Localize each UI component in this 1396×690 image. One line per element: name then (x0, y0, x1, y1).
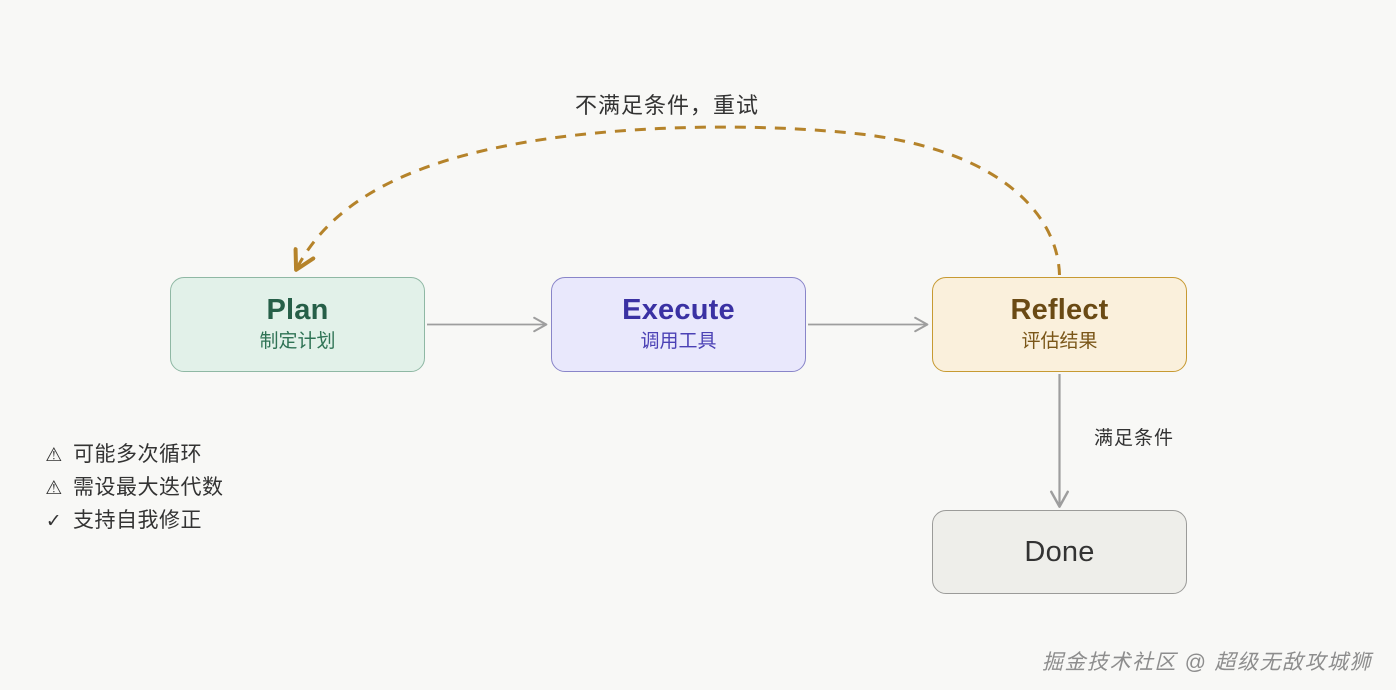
edge-label-satisfy: 满足条件 (1094, 428, 1175, 449)
note-item: ⚠ 可能多次循环 (44, 443, 224, 467)
node-execute-title: Execute (622, 294, 735, 327)
edge-label-retry: 不满足条件，重试 (575, 93, 760, 118)
node-plan[interactable]: Plan 制定计划 (170, 277, 425, 372)
node-plan-subtitle: 制定计划 (259, 330, 336, 352)
note-item: ⚠ 需设最大迭代数 (44, 476, 224, 500)
node-reflect-subtitle: 评估结果 (1021, 330, 1098, 352)
note-item: ✓ 支持自我修正 (44, 509, 224, 533)
notes-list: ⚠ 可能多次循环 ⚠ 需设最大迭代数 ✓ 支持自我修正 (44, 443, 224, 533)
edge-reflect-to-plan-dashed (293, 125, 1061, 276)
node-execute[interactable]: Execute 调用工具 (551, 277, 806, 372)
check-icon: ✓ (45, 511, 63, 533)
node-execute-subtitle: 调用工具 (640, 330, 717, 352)
watermark-credit: 掘金技术社区 @ 超级无敌攻城狮 (1042, 651, 1372, 674)
note-text: 需设最大迭代数 (73, 476, 224, 500)
note-text: 可能多次循环 (73, 443, 202, 466)
note-text: 支持自我修正 (73, 509, 202, 533)
warning-icon: ⚠ (45, 478, 63, 500)
node-done-title: Done (1024, 535, 1095, 568)
node-reflect[interactable]: Reflect 评估结果 (932, 277, 1187, 372)
warning-icon: ⚠ (45, 445, 63, 466)
node-plan-title: Plan (266, 294, 329, 327)
node-done[interactable]: Done (932, 510, 1187, 594)
node-reflect-title: Reflect (1010, 294, 1109, 327)
